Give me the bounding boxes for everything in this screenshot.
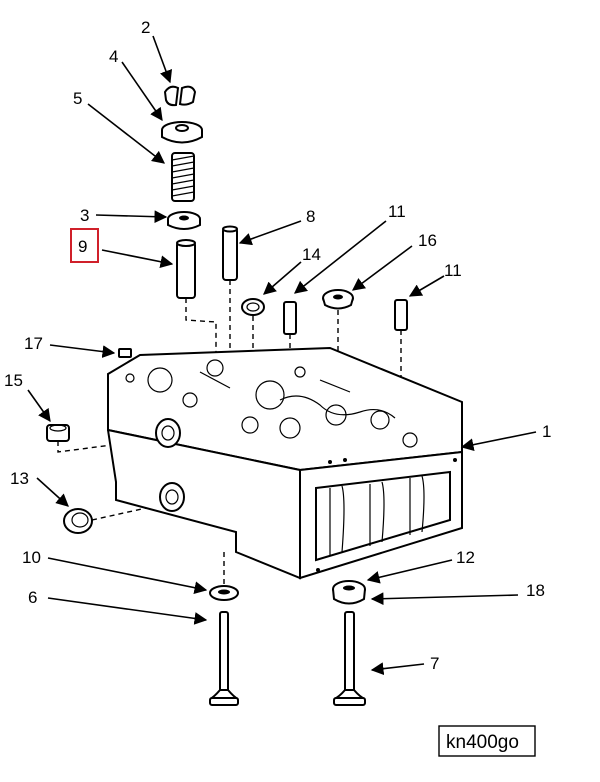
exhaust-valve — [333, 611, 366, 706]
spring-seat — [167, 211, 201, 230]
intake-valve — [209, 611, 239, 706]
valve-guide — [176, 239, 217, 360]
callout-12: 12 — [456, 548, 475, 567]
plug — [118, 348, 132, 358]
callout-5: 5 — [73, 89, 82, 108]
figure-id: kn400go — [446, 732, 519, 753]
callout-9: 9 — [78, 237, 87, 256]
cylinder-head — [107, 346, 463, 580]
figure-id-box: kn400go — [438, 725, 536, 757]
seat-insert-rotator — [332, 580, 366, 605]
exhaust-valve-guide — [222, 225, 238, 360]
callout-10: 10 — [22, 548, 41, 567]
callout-1: 1 — [542, 422, 551, 441]
callout-11-top: 11 — [388, 202, 406, 221]
callout-8: 8 — [306, 207, 315, 226]
callout-3: 3 — [80, 206, 89, 225]
leader-lines — [27, 35, 537, 676]
callout-15: 15 — [4, 371, 23, 390]
sleeve-left — [283, 301, 297, 362]
injector-sleeve — [322, 289, 354, 374]
callout-18: 18 — [526, 581, 545, 600]
callout-16: 16 — [418, 231, 437, 250]
callout-2: 2 — [141, 18, 150, 37]
sleeve-right — [394, 299, 408, 388]
seal-ring — [241, 298, 265, 348]
callout-7: 7 — [430, 654, 439, 673]
spring-retainer — [161, 121, 203, 144]
callout-labels: 2 4 5 3 9 8 11 14 16 11 17 15 13 1 10 12… — [4, 18, 551, 673]
valve-keepers — [163, 85, 197, 107]
o-ring — [63, 504, 161, 534]
callout-4: 4 — [109, 47, 118, 66]
valve-spring — [171, 152, 195, 202]
callout-6: 6 — [28, 588, 37, 607]
callout-11-right: 11 — [444, 261, 462, 280]
callout-17: 17 — [24, 334, 43, 353]
plug-with-seal — [46, 424, 151, 453]
callout-14: 14 — [302, 245, 321, 264]
callout-13: 13 — [10, 469, 29, 488]
valve-seat-insert — [209, 552, 239, 601]
callout-9-highlight — [70, 228, 99, 263]
